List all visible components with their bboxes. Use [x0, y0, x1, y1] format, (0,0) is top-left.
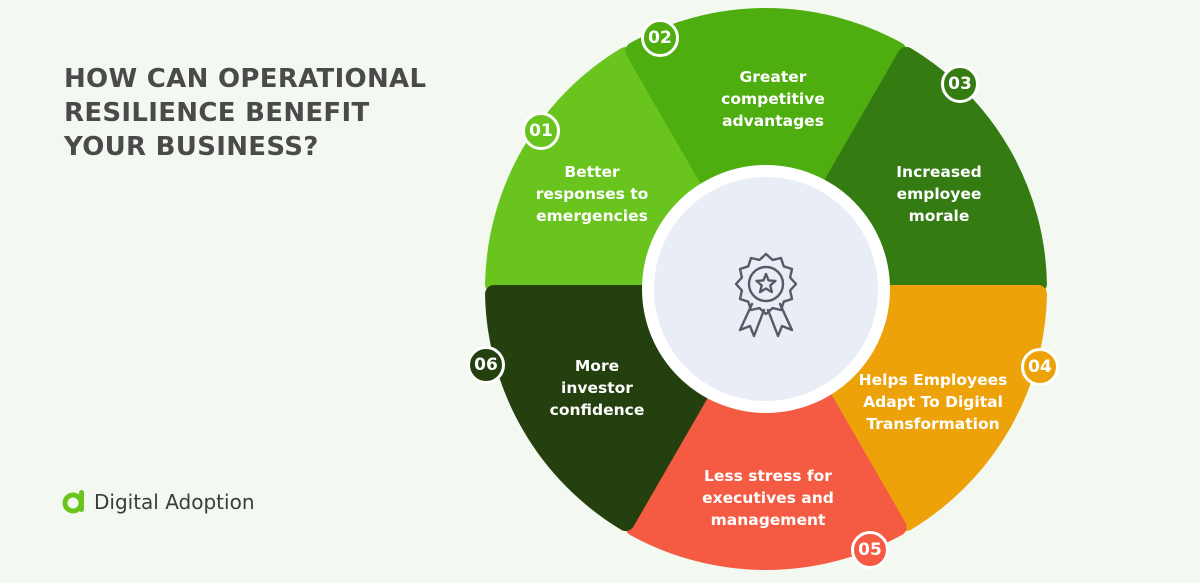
title-line-2: RESILIENCE BENEFIT [64, 98, 370, 128]
award-badge-icon [734, 252, 798, 338]
logo: Digital Adoption [62, 488, 255, 516]
segment-label-06: More investor confidence [549, 357, 645, 419]
segment-number-03: 03 [941, 65, 979, 103]
segment-number-04: 04 [1021, 348, 1059, 386]
logo-text: Digital Adoption [94, 490, 255, 514]
title-line-3: YOUR BUSINESS? [64, 132, 319, 162]
title-line-1: HOW CAN OPERATIONAL [64, 64, 427, 94]
segment-number-05: 05 [851, 531, 889, 569]
segment-number-06: 06 [467, 346, 505, 384]
segment-label-01: Better responses to emergencies [535, 163, 649, 225]
segment-label-05: Less stress for executives and managemen… [702, 467, 834, 529]
segment-label-02: Greater competitive advantages [721, 68, 825, 130]
segment-number-01: 01 [522, 112, 560, 150]
page-title: HOW CAN OPERATIONAL RESILIENCE BENEFIT Y… [64, 62, 484, 164]
digital-adoption-logo-icon [62, 490, 84, 514]
segment-number-02: 02 [641, 19, 679, 57]
segment-label-04: Helps Employees Adapt To Digital Transfo… [858, 371, 1008, 433]
segment-label-03: Increased employee morale [896, 163, 982, 225]
